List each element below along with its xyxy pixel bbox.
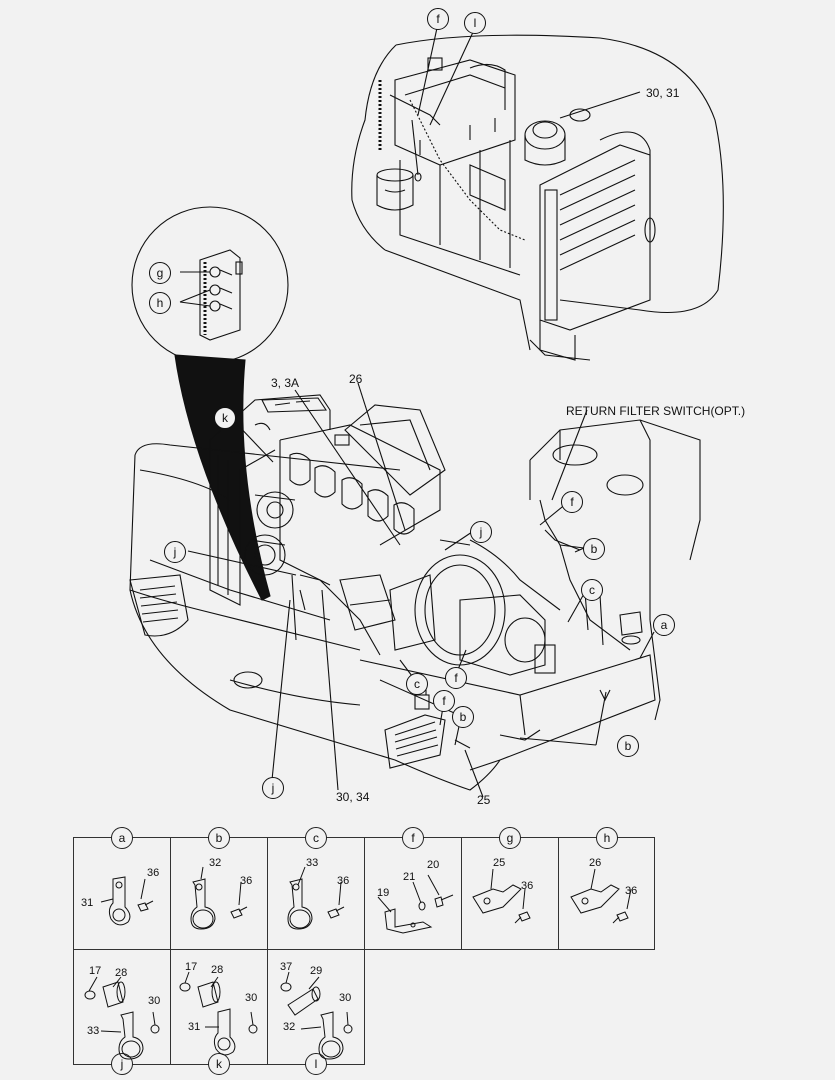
part-number: 28: [211, 964, 224, 976]
clamp-b-drawing: [190, 866, 248, 930]
callout-k: k: [214, 407, 236, 429]
part-number: 21: [403, 871, 416, 883]
label-part-30-34: 30, 34: [336, 790, 370, 804]
part-number: 28: [115, 967, 128, 979]
part-number: 36: [240, 875, 253, 887]
detail-header-l: l: [305, 1053, 327, 1075]
part-number: 36: [625, 885, 638, 897]
zoom-funnel: [174, 354, 271, 601]
clip-a-drawing: [100, 876, 154, 926]
clamp-c-drawing: [287, 866, 345, 930]
plate-h-drawing: [570, 868, 632, 924]
callout-b-low: b: [452, 706, 474, 728]
detail-header-c: c: [305, 827, 327, 849]
part-number: 30: [148, 995, 161, 1007]
part-number: 36: [521, 880, 534, 892]
callout-j-main: j: [164, 541, 186, 563]
parts-detail-table: a b c f g h j k l: [73, 827, 655, 1075]
clamp-l-drawing: [280, 971, 353, 1060]
part-number: 17: [185, 961, 198, 973]
detail-header-b: b: [208, 827, 230, 849]
part-number: 31: [81, 897, 94, 909]
label-part-3-3a: 3, 3A: [271, 376, 300, 390]
callout-h: h: [149, 292, 171, 314]
label-part-25: 25: [477, 793, 491, 807]
part-number: 25: [493, 857, 506, 869]
detail-circle: [131, 206, 289, 364]
main-engine-view: [129, 382, 701, 798]
detail-header-f: f: [402, 827, 424, 849]
detail-header-a: a: [111, 827, 133, 849]
part-number: 32: [209, 857, 222, 869]
callout-f-right: f: [561, 491, 583, 513]
plate-g-drawing: [472, 868, 531, 924]
callout-f-top: f: [427, 8, 449, 30]
part-number: 29: [310, 965, 323, 977]
part-number: 37: [280, 961, 293, 973]
callout-c-right: c: [581, 579, 603, 601]
callout-b-low2: b: [617, 735, 639, 757]
detail-drawings: [84, 866, 632, 1060]
label-part-30-31: 30, 31: [646, 86, 680, 100]
bracket-f-drawing: [377, 874, 454, 934]
part-number: 32: [283, 1021, 296, 1033]
part-number: 17: [89, 965, 102, 977]
part-number: 26: [589, 857, 602, 869]
callout-j-right: j: [470, 521, 492, 543]
clamp-k-drawing: [179, 971, 258, 1056]
part-number: 30: [245, 992, 258, 1004]
engine-illustration: [129, 27, 724, 798]
part-number: 36: [337, 875, 350, 887]
part-number: 36: [147, 867, 160, 879]
callout-l-top: l: [464, 12, 486, 34]
callout-f-low2: f: [433, 690, 455, 712]
label-part-26: 26: [349, 372, 363, 386]
clamp-j-drawing: [84, 976, 160, 1060]
callout-g: g: [149, 262, 171, 284]
callout-f-low: f: [445, 667, 467, 689]
top-engine-view: [351, 27, 724, 361]
detail-header-g: g: [499, 827, 521, 849]
part-number: 33: [306, 857, 319, 869]
callout-c-low: c: [406, 673, 428, 695]
callout-b-right: b: [583, 538, 605, 560]
callout-a-right: a: [653, 614, 675, 636]
detail-header-k: k: [208, 1053, 230, 1075]
label-return-filter-switch: RETURN FILTER SWITCH(OPT.): [566, 404, 746, 418]
part-number: 20: [427, 859, 440, 871]
callout-j-bottom: j: [262, 777, 284, 799]
part-number: 31: [188, 1021, 201, 1033]
part-number: 19: [377, 887, 390, 899]
part-number: 30: [339, 992, 352, 1004]
detail-header-h: h: [596, 827, 618, 849]
part-number: 33: [87, 1025, 100, 1037]
